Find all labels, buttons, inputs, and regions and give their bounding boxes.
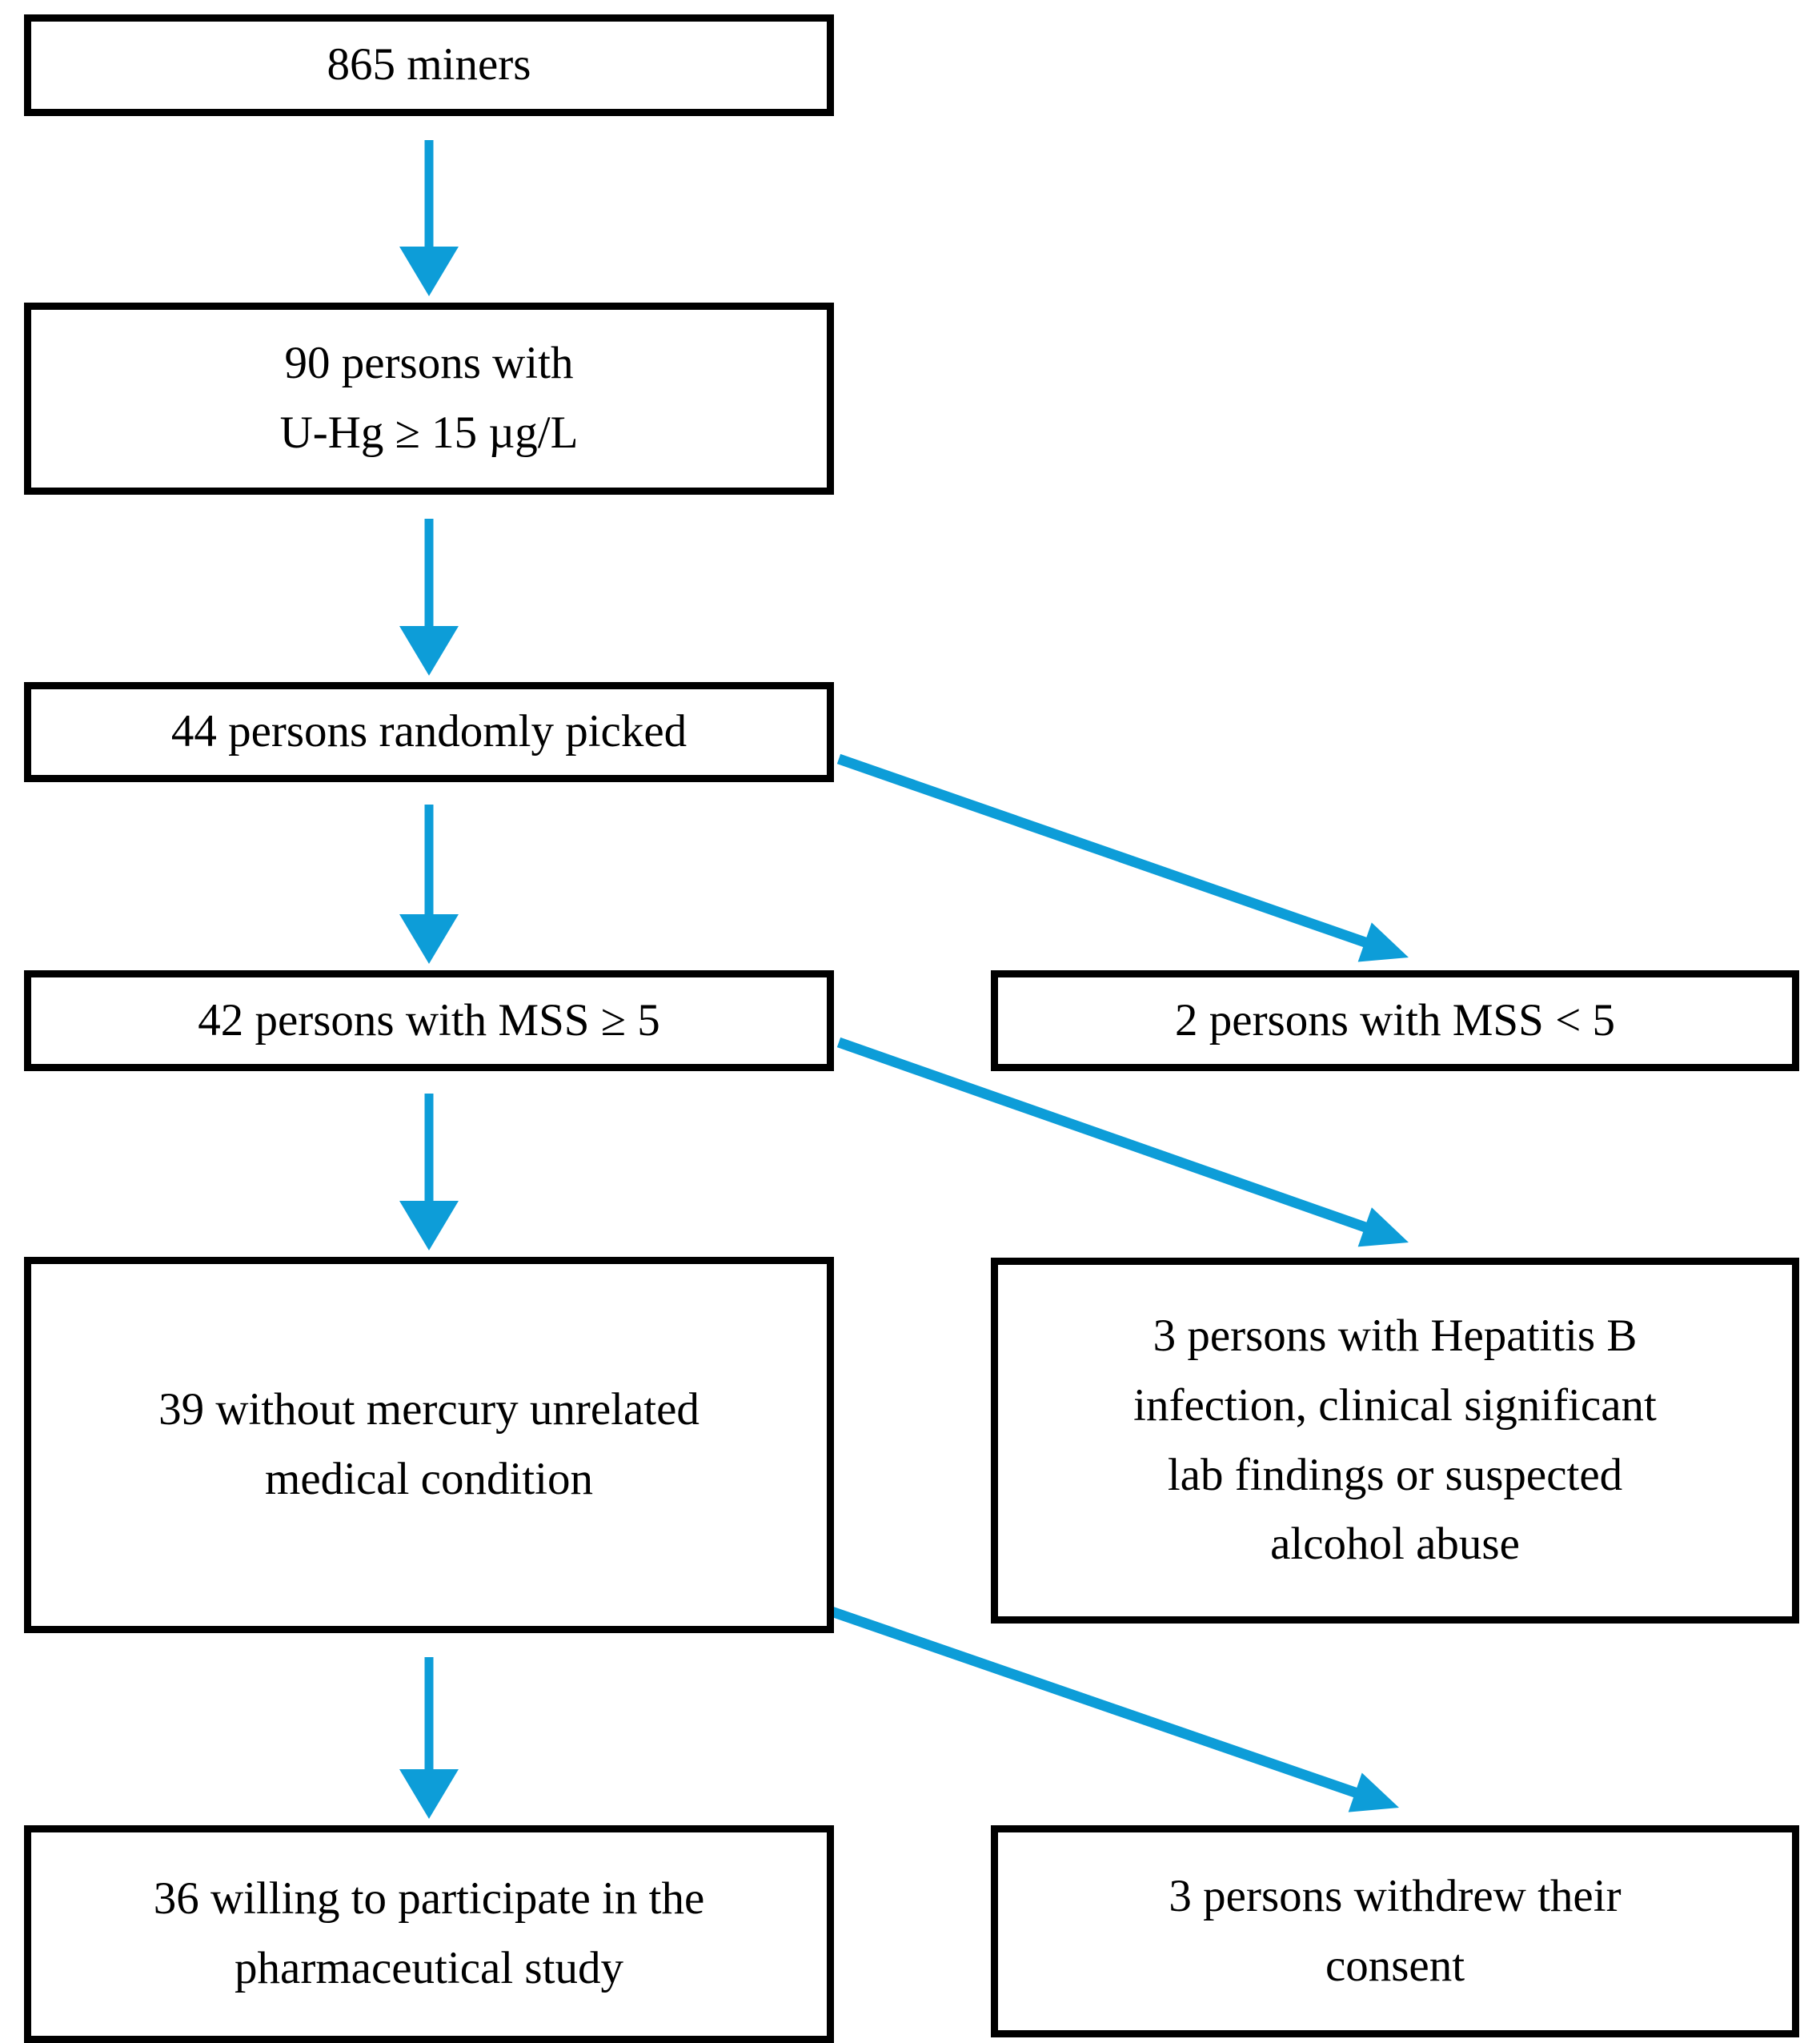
node-text-line: 2 persons with MSS < 5 [1175,994,1615,1046]
node-text-line: pharmaceutical study [235,1943,623,1993]
arrow-picked-to-mss-ge5 [399,805,459,964]
arrow-head [399,247,459,296]
arrow-mss-ge5-to-condition [399,1094,459,1250]
arrow-condition-to-withdrew [827,1605,1399,1812]
arrow-head [399,914,459,964]
node-text-line: 3 persons withdrew their [1169,1870,1622,1921]
node-no-unrelated-condition: 39 without mercury unrelated medical cond… [24,1257,834,1633]
node-text-line: lab findings or suspected [1167,1449,1623,1500]
node-text-line: 90 persons with [284,338,574,389]
node-mss-lt5: 2 persons with MSS < 5 [991,970,1799,1071]
node-text-line: alcohol abuse [1270,1519,1520,1570]
arrow-head [1357,922,1409,962]
arrow-mss-ge5-to-excluded [836,1037,1409,1247]
arrow-picked-to-mss-lt5 [836,753,1409,962]
node-text-line: infection, clinical significant [1133,1379,1657,1431]
arrow-miners-to-uhg [399,140,459,296]
node-text-line: 36 willing to participate in the [153,1873,705,1925]
node-text-line: consent [1325,1940,1465,1991]
node-text-line: 3 persons with Hepatitis B [1153,1310,1638,1362]
node-withdrew: 3 persons withdrew their consent [991,1825,1799,2037]
node-text-line: medical condition [265,1454,593,1504]
arrow-shaft [836,753,1372,949]
node-text-line: U-Hg ≥ 15 µg/L [279,407,579,458]
node-excluded-clinical: 3 persons with Hepatitis B infection, cli… [991,1258,1799,1624]
arrow-head [399,1201,459,1250]
node-text-line: 865 miners [327,39,531,90]
arrow-head [1348,1772,1399,1812]
arrow-shaft [827,1605,1361,1800]
node-text-line: 44 persons randomly picked [170,706,688,757]
node-text-line: 42 persons with MSS ≥ 5 [198,994,660,1046]
node-picked: 44 persons randomly picked [24,682,834,782]
arrow-head [399,1769,459,1819]
arrow-condition-to-willing [399,1657,459,1819]
arrow-uhg-to-picked [399,519,459,676]
node-mss-ge5: 42 persons with MSS ≥ 5 [24,970,834,1071]
node-text-line: 39 without mercury unrelated [158,1384,700,1435]
arrow-head [399,626,459,676]
node-willing: 36 willing to participate in the pharmace… [24,1825,834,2043]
arrow-head [1357,1207,1409,1247]
node-miners: 865 miners [24,14,834,116]
